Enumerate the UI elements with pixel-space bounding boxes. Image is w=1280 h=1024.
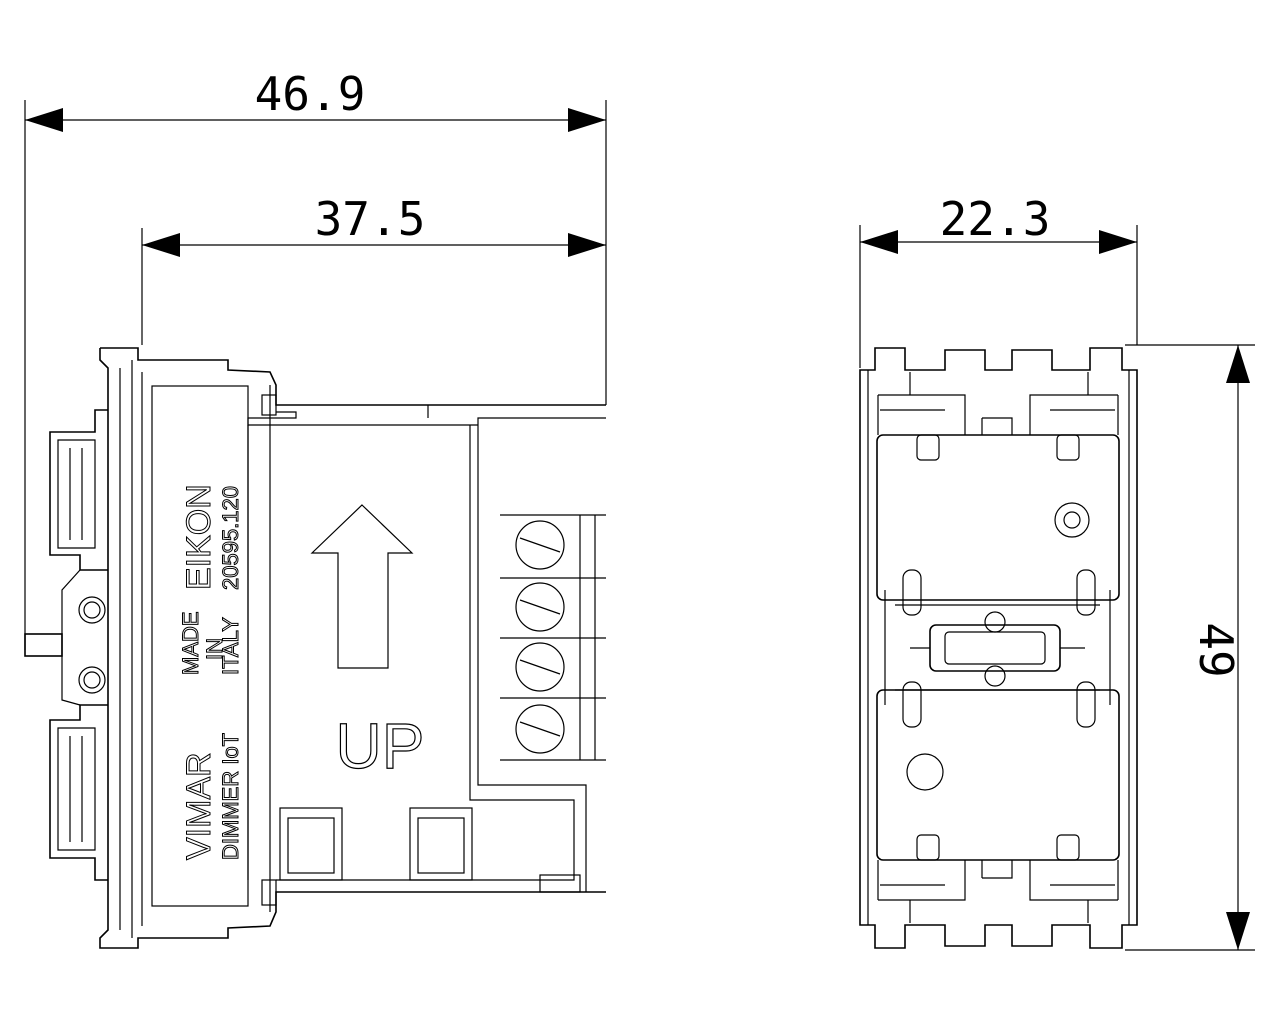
dimension-width: 22.3 [859, 192, 1138, 368]
dimension-overall-depth: 46.9 [24, 67, 607, 650]
orientation-mark-up: UP [336, 710, 425, 782]
dimension-label-49: 49 [1189, 622, 1243, 677]
label-code: 20595.120 [218, 486, 243, 590]
label-brand: VIMAR [180, 752, 218, 860]
side-view: UP VIMAR DIMMER IoT MADE IN ITALY EIKON … [24, 347, 606, 949]
terminal-block [500, 514, 606, 761]
front-view [859, 347, 1138, 949]
dimension-label-37-5: 37.5 [315, 192, 426, 246]
label-product: DIMMER IoT [218, 733, 243, 860]
label-made-1: MADE [178, 611, 203, 675]
dimension-label-46-9: 46.9 [255, 67, 366, 121]
label-made-3: ITALY [218, 617, 243, 675]
label-series-logo: EIKON [180, 484, 218, 590]
dimension-height: 49 [1125, 344, 1255, 951]
up-arrow-icon [310, 504, 414, 669]
dimension-body-depth: 37.5 [141, 192, 606, 345]
label-made-2: IN [202, 638, 227, 660]
dimension-label-22-3: 22.3 [940, 192, 1051, 246]
